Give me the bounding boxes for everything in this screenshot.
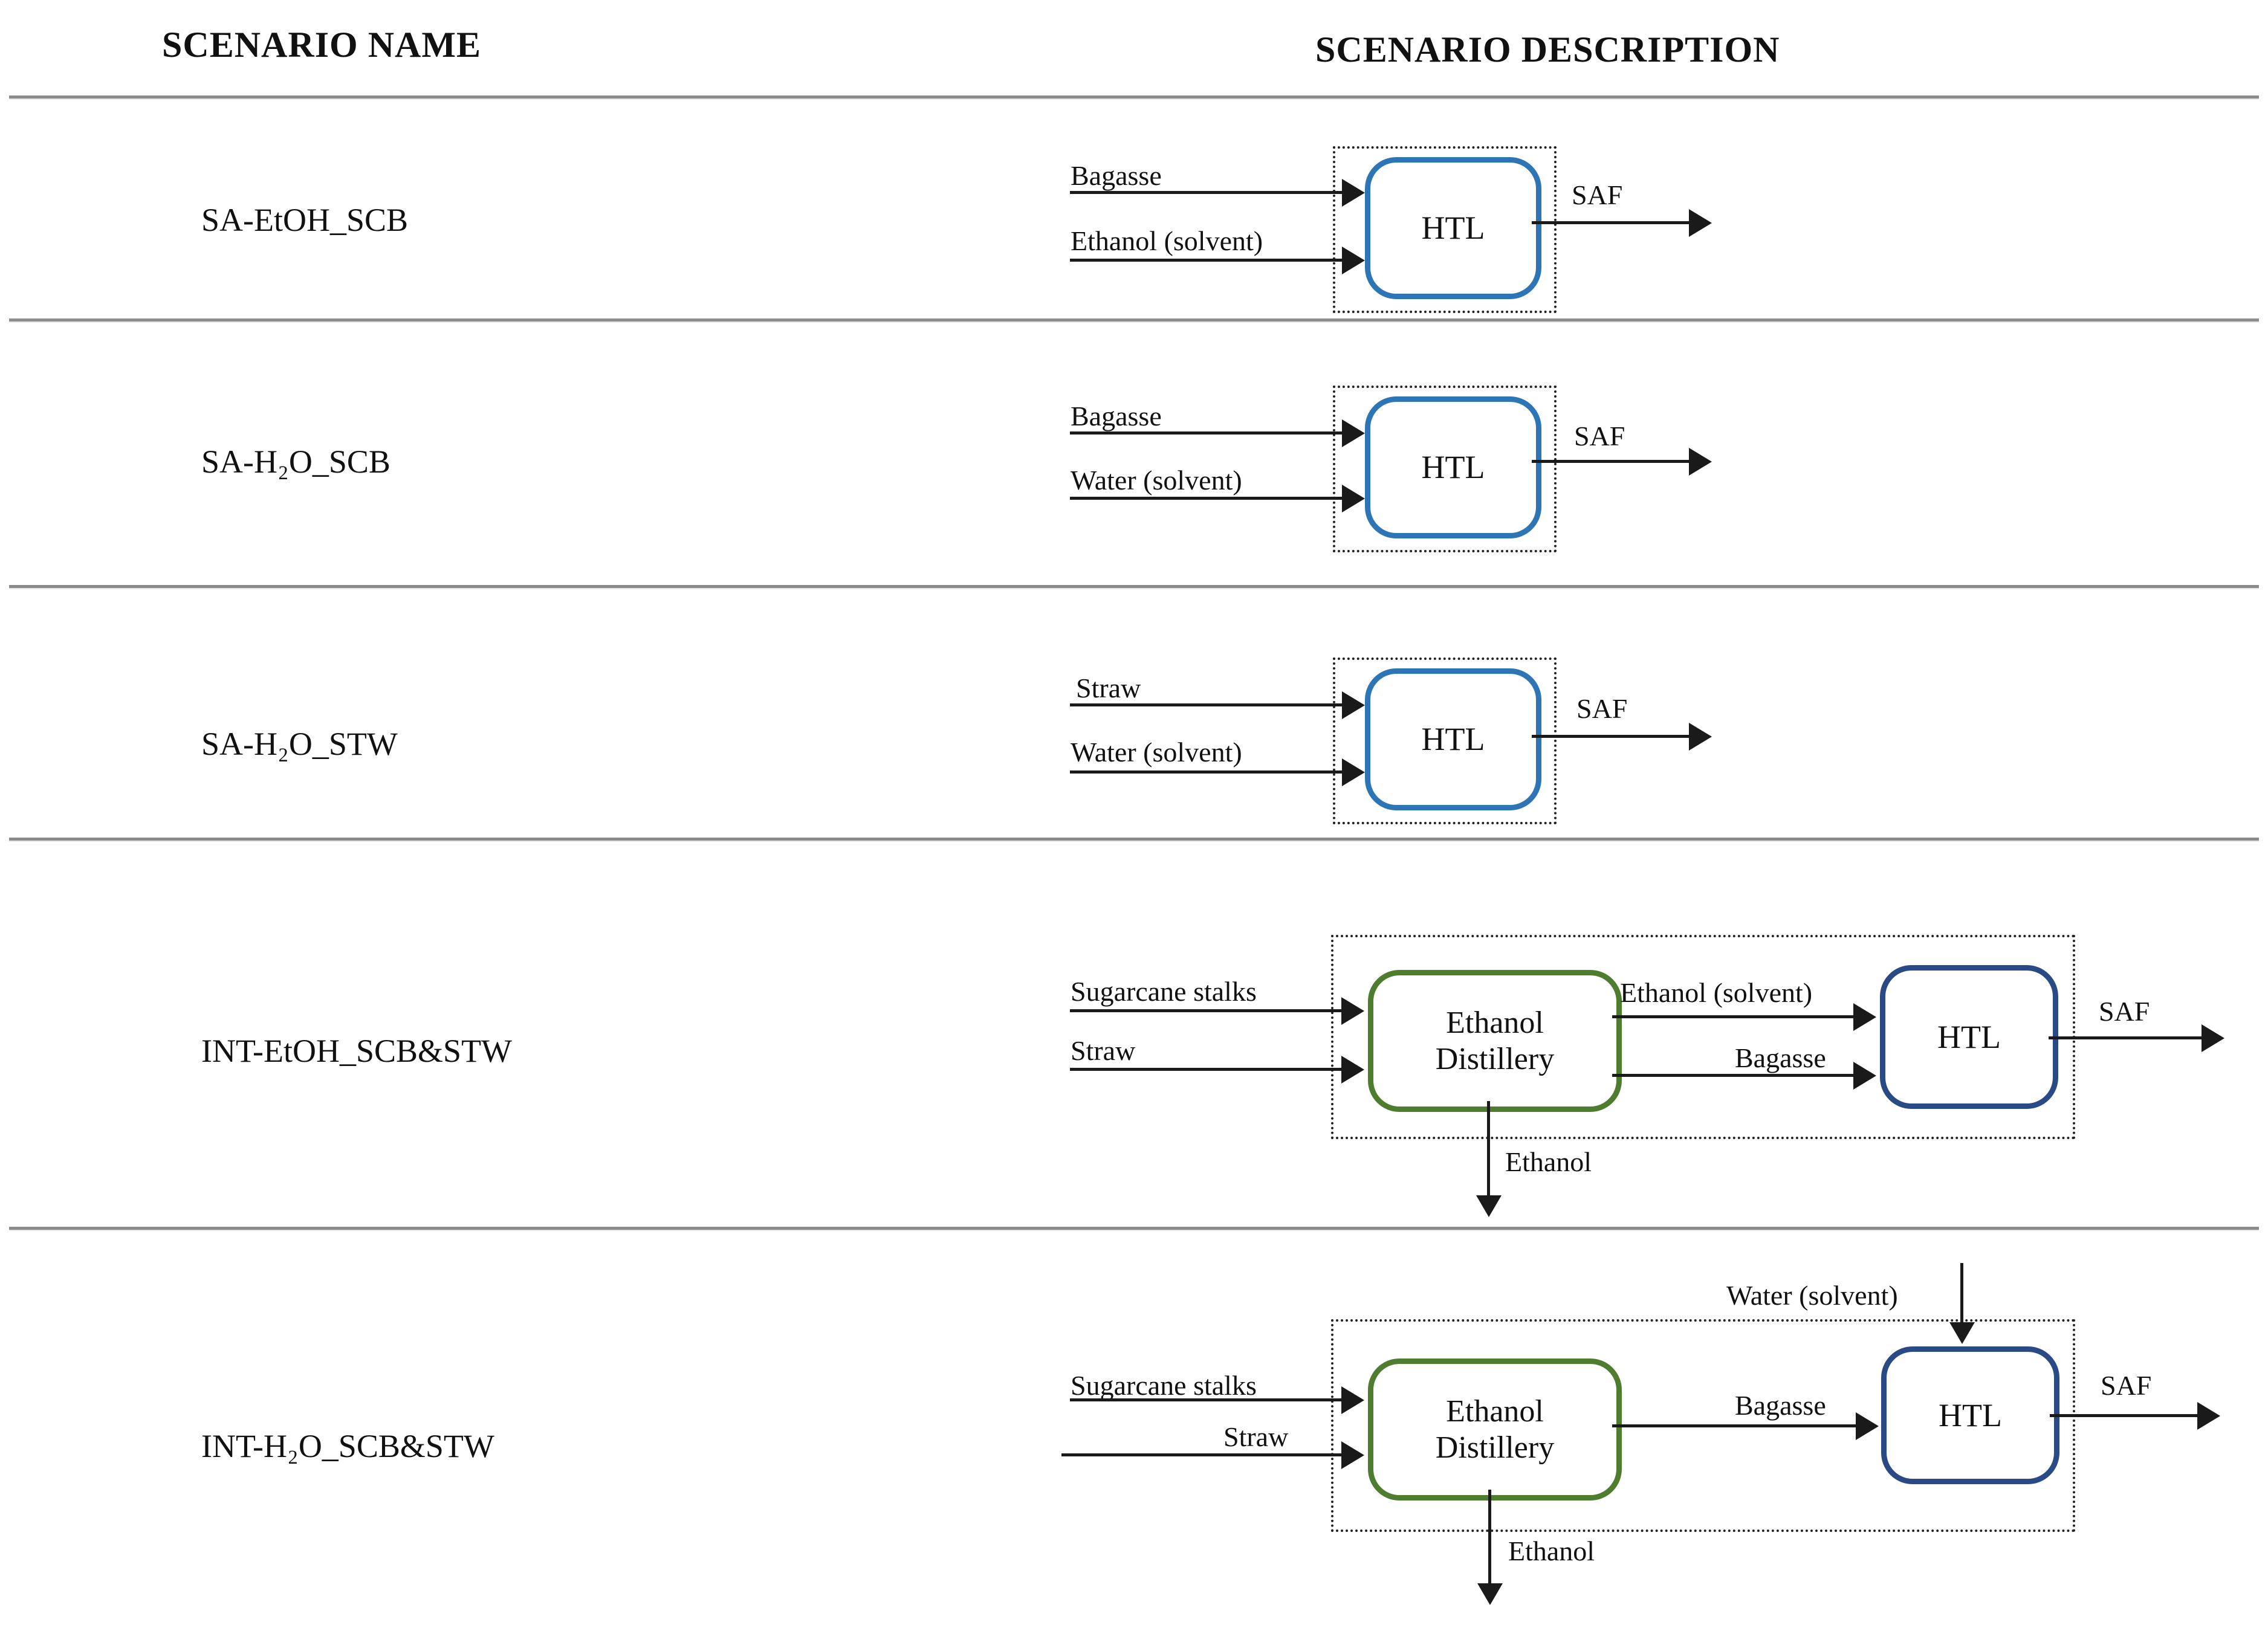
input-arrow <box>1070 497 1343 500</box>
row-divider <box>9 838 2259 842</box>
input-arrow <box>1070 703 1343 706</box>
output-arrow <box>2050 1414 2198 1417</box>
column-header-scenario-description: SCENARIO DESCRIPTION <box>1315 30 1780 69</box>
htl-process-box: HTL <box>1365 396 1541 538</box>
byproduct-arrow <box>1487 1101 1490 1197</box>
ethanol-distillery-label: Ethanol Distillery <box>1435 1394 1555 1465</box>
input-arrow <box>1070 1398 1343 1401</box>
output-label: SAF <box>1574 421 1625 451</box>
input-label: Ethanol (solvent) <box>1071 225 1263 256</box>
htl-process-box: HTL <box>1365 668 1541 810</box>
input-arrow <box>1070 191 1343 194</box>
system-boundary-box <box>1333 146 1557 313</box>
intermediate-arrow <box>1612 1015 1855 1018</box>
ethanol-distillery-box: Ethanol Distillery <box>1368 1358 1622 1501</box>
input-arrow <box>1061 1453 1343 1456</box>
top-input-arrow <box>1960 1263 1963 1323</box>
input-label: Sugarcane stalks <box>1071 976 1257 1007</box>
scenario-name: INT-H₂O_SCB&STW <box>201 1428 494 1464</box>
input-label: Water (solvent) <box>1071 465 1242 496</box>
row-divider <box>9 95 2259 100</box>
ethanol-distillery-label: Ethanol Distillery <box>1435 1005 1555 1076</box>
scenario-name: SA-H₂O_STW <box>201 726 398 762</box>
system-boundary-box <box>1331 1319 2075 1532</box>
htl-process-box: HTL <box>1365 157 1541 299</box>
output-arrow <box>2049 1036 2203 1039</box>
ethanol-distillery-box: Ethanol Distillery <box>1368 970 1622 1112</box>
intermediate-arrow <box>1612 1074 1855 1077</box>
intermediate-label: Bagasse <box>1735 1390 1826 1421</box>
htl-process-box: HTL <box>1881 1346 2059 1484</box>
scenario-name: INT-EtOH_SCB&STW <box>201 1033 513 1069</box>
input-label: Straw <box>1076 673 1141 703</box>
top-input-label: Water (solvent) <box>1726 1280 1898 1311</box>
input-arrow <box>1070 1068 1343 1071</box>
row-divider <box>9 318 2259 323</box>
intermediate-label: Bagasse <box>1735 1042 1826 1073</box>
input-label: Straw <box>1223 1421 1289 1452</box>
output-label: SAF <box>2101 1370 2152 1401</box>
byproduct-arrow <box>1488 1490 1491 1585</box>
output-arrow <box>1532 735 1690 738</box>
input-label: Bagasse <box>1071 401 1162 431</box>
output-label: SAF <box>1576 693 1628 724</box>
input-label: Sugarcane stalks <box>1071 1370 1257 1401</box>
row-divider <box>9 585 2259 589</box>
input-arrow <box>1070 259 1343 262</box>
intermediate-arrow <box>1612 1424 1857 1427</box>
intermediate-label: Ethanol (solvent) <box>1620 977 1813 1008</box>
column-header-scenario-name: SCENARIO NAME <box>162 25 482 65</box>
output-arrow <box>1532 221 1690 224</box>
htl-process-box: HTL <box>1880 965 2058 1109</box>
input-arrow <box>1070 431 1343 435</box>
scenario-name: SA-H₂O_SCB <box>201 444 390 480</box>
system-boundary-box <box>1333 657 1557 824</box>
input-arrow <box>1070 1009 1343 1012</box>
input-label: Straw <box>1071 1035 1136 1066</box>
output-label: SAF <box>1572 179 1623 210</box>
byproduct-label: Ethanol <box>1508 1536 1595 1566</box>
input-arrow <box>1070 771 1343 774</box>
output-arrow <box>1532 460 1690 463</box>
row-divider <box>9 1227 2259 1231</box>
input-label: Bagasse <box>1071 160 1162 191</box>
output-label: SAF <box>2099 996 2150 1027</box>
scenario-name: SA-EtOH_SCB <box>201 202 409 238</box>
system-boundary-box <box>1333 386 1557 552</box>
input-label: Water (solvent) <box>1071 737 1242 767</box>
byproduct-label: Ethanol <box>1505 1146 1592 1177</box>
